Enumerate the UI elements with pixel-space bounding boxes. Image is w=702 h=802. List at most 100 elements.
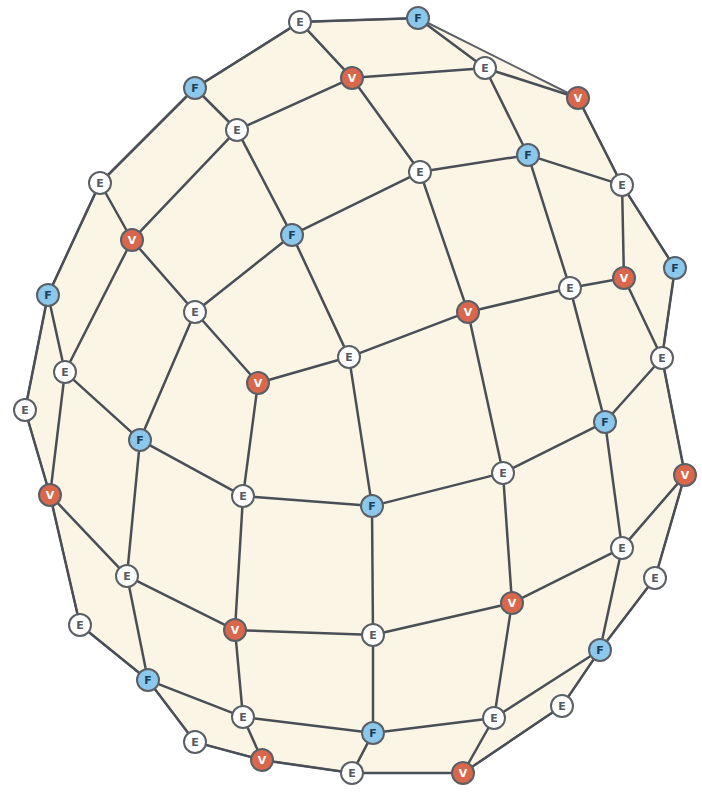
mesh-edge [51, 307, 63, 361]
node-letter: E [348, 768, 356, 779]
node-letter: V [508, 598, 517, 609]
mesh-edge [351, 369, 370, 494]
mesh-edge [207, 745, 251, 757]
face-point: F [516, 143, 540, 167]
edge-point: E [550, 694, 574, 718]
edge-point: E [558, 276, 582, 300]
mesh-edge [385, 606, 501, 633]
vertex-point: V [451, 761, 475, 785]
mesh-edge [359, 88, 413, 163]
node-letter: F [288, 230, 296, 241]
node-letter: V [348, 73, 357, 84]
face-point: F [136, 668, 160, 692]
mesh-edge [469, 729, 488, 763]
node-letter: E [618, 543, 626, 554]
mesh-edge [490, 79, 522, 144]
face-point: F [588, 638, 612, 662]
mesh-edge [248, 728, 257, 749]
mesh-edge [204, 97, 229, 122]
node-letter: E [239, 491, 247, 502]
node-letter: E [481, 63, 489, 74]
node-letter: V [459, 768, 468, 779]
mesh-edge [664, 280, 674, 346]
node-letter: F [596, 645, 604, 656]
node-letter: E [191, 307, 199, 318]
vertex-point: V [38, 483, 62, 507]
node-letter: E [76, 620, 84, 631]
mesh-edge [582, 280, 612, 286]
face-point: F [280, 223, 304, 247]
mesh-edge [255, 719, 361, 732]
node-letter: E [490, 713, 498, 724]
mesh-edge [514, 427, 595, 467]
mesh-edge [539, 159, 610, 182]
node-letter: E [416, 167, 424, 178]
edge-point: E [13, 398, 37, 422]
mesh-edge [89, 633, 138, 673]
vertex-point: V [250, 748, 274, 772]
mesh-edge [70, 251, 126, 362]
face-point: F [406, 6, 430, 30]
mesh-edge [138, 581, 225, 624]
vertex-point: V [120, 228, 144, 252]
mesh-edge [140, 139, 228, 232]
face-point: F [36, 283, 60, 307]
vertex-point: V [673, 463, 697, 487]
mesh-edge [155, 690, 188, 733]
node-letter: F [414, 13, 422, 24]
edge-point: E [473, 56, 497, 80]
face-point: F [128, 428, 152, 452]
mesh-edge [622, 197, 623, 266]
mesh-edge [372, 647, 375, 721]
mesh-edge [583, 109, 616, 175]
mesh-edge [140, 249, 187, 303]
mesh-edge [384, 476, 492, 503]
edge-point: E [610, 173, 634, 197]
mesh-edge [204, 243, 282, 305]
vertex-point: V [612, 266, 636, 290]
mesh-edge [247, 630, 361, 634]
mesh-edge [496, 72, 566, 95]
mesh-edge [129, 588, 145, 668]
face-point: F [593, 410, 617, 434]
node-letter: E [191, 737, 199, 748]
node-letter: V [46, 490, 55, 501]
mesh-edge [145, 323, 191, 429]
mesh-edge [607, 588, 647, 641]
mesh-edge [128, 452, 139, 564]
face-point: F [360, 494, 384, 518]
node-letter: E [123, 571, 131, 582]
node-letter: E [96, 178, 104, 189]
mesh-edge [203, 321, 250, 374]
face-point: F [183, 76, 207, 100]
node-letter: V [128, 235, 137, 246]
node-letter: V [258, 755, 267, 766]
face-point: F [361, 721, 385, 745]
edge-point: E [183, 300, 207, 324]
node-letter: F [368, 501, 376, 512]
edge-point: E [643, 566, 667, 590]
mesh-edge [236, 508, 243, 618]
edge-point: E [482, 706, 506, 730]
mesh-edge [53, 194, 95, 284]
node-letter: V [254, 378, 263, 389]
edge-point: E [68, 613, 92, 637]
edge-point: E [183, 730, 207, 754]
mesh-edge [360, 316, 457, 353]
mesh-edge [308, 31, 344, 69]
edge-point: E [288, 10, 312, 34]
mesh-edge [523, 553, 612, 597]
mesh-edge [74, 380, 131, 432]
mesh-edge [573, 300, 602, 411]
mesh-edge [504, 485, 511, 591]
mesh-edge [236, 642, 242, 705]
mesh-edge [53, 507, 78, 614]
mesh-edge [371, 518, 374, 623]
mesh-edge [106, 194, 126, 230]
node-letter: E [61, 367, 69, 378]
mesh-edge [613, 367, 654, 413]
mesh-edge [270, 360, 338, 379]
node-letter: E [566, 283, 574, 294]
